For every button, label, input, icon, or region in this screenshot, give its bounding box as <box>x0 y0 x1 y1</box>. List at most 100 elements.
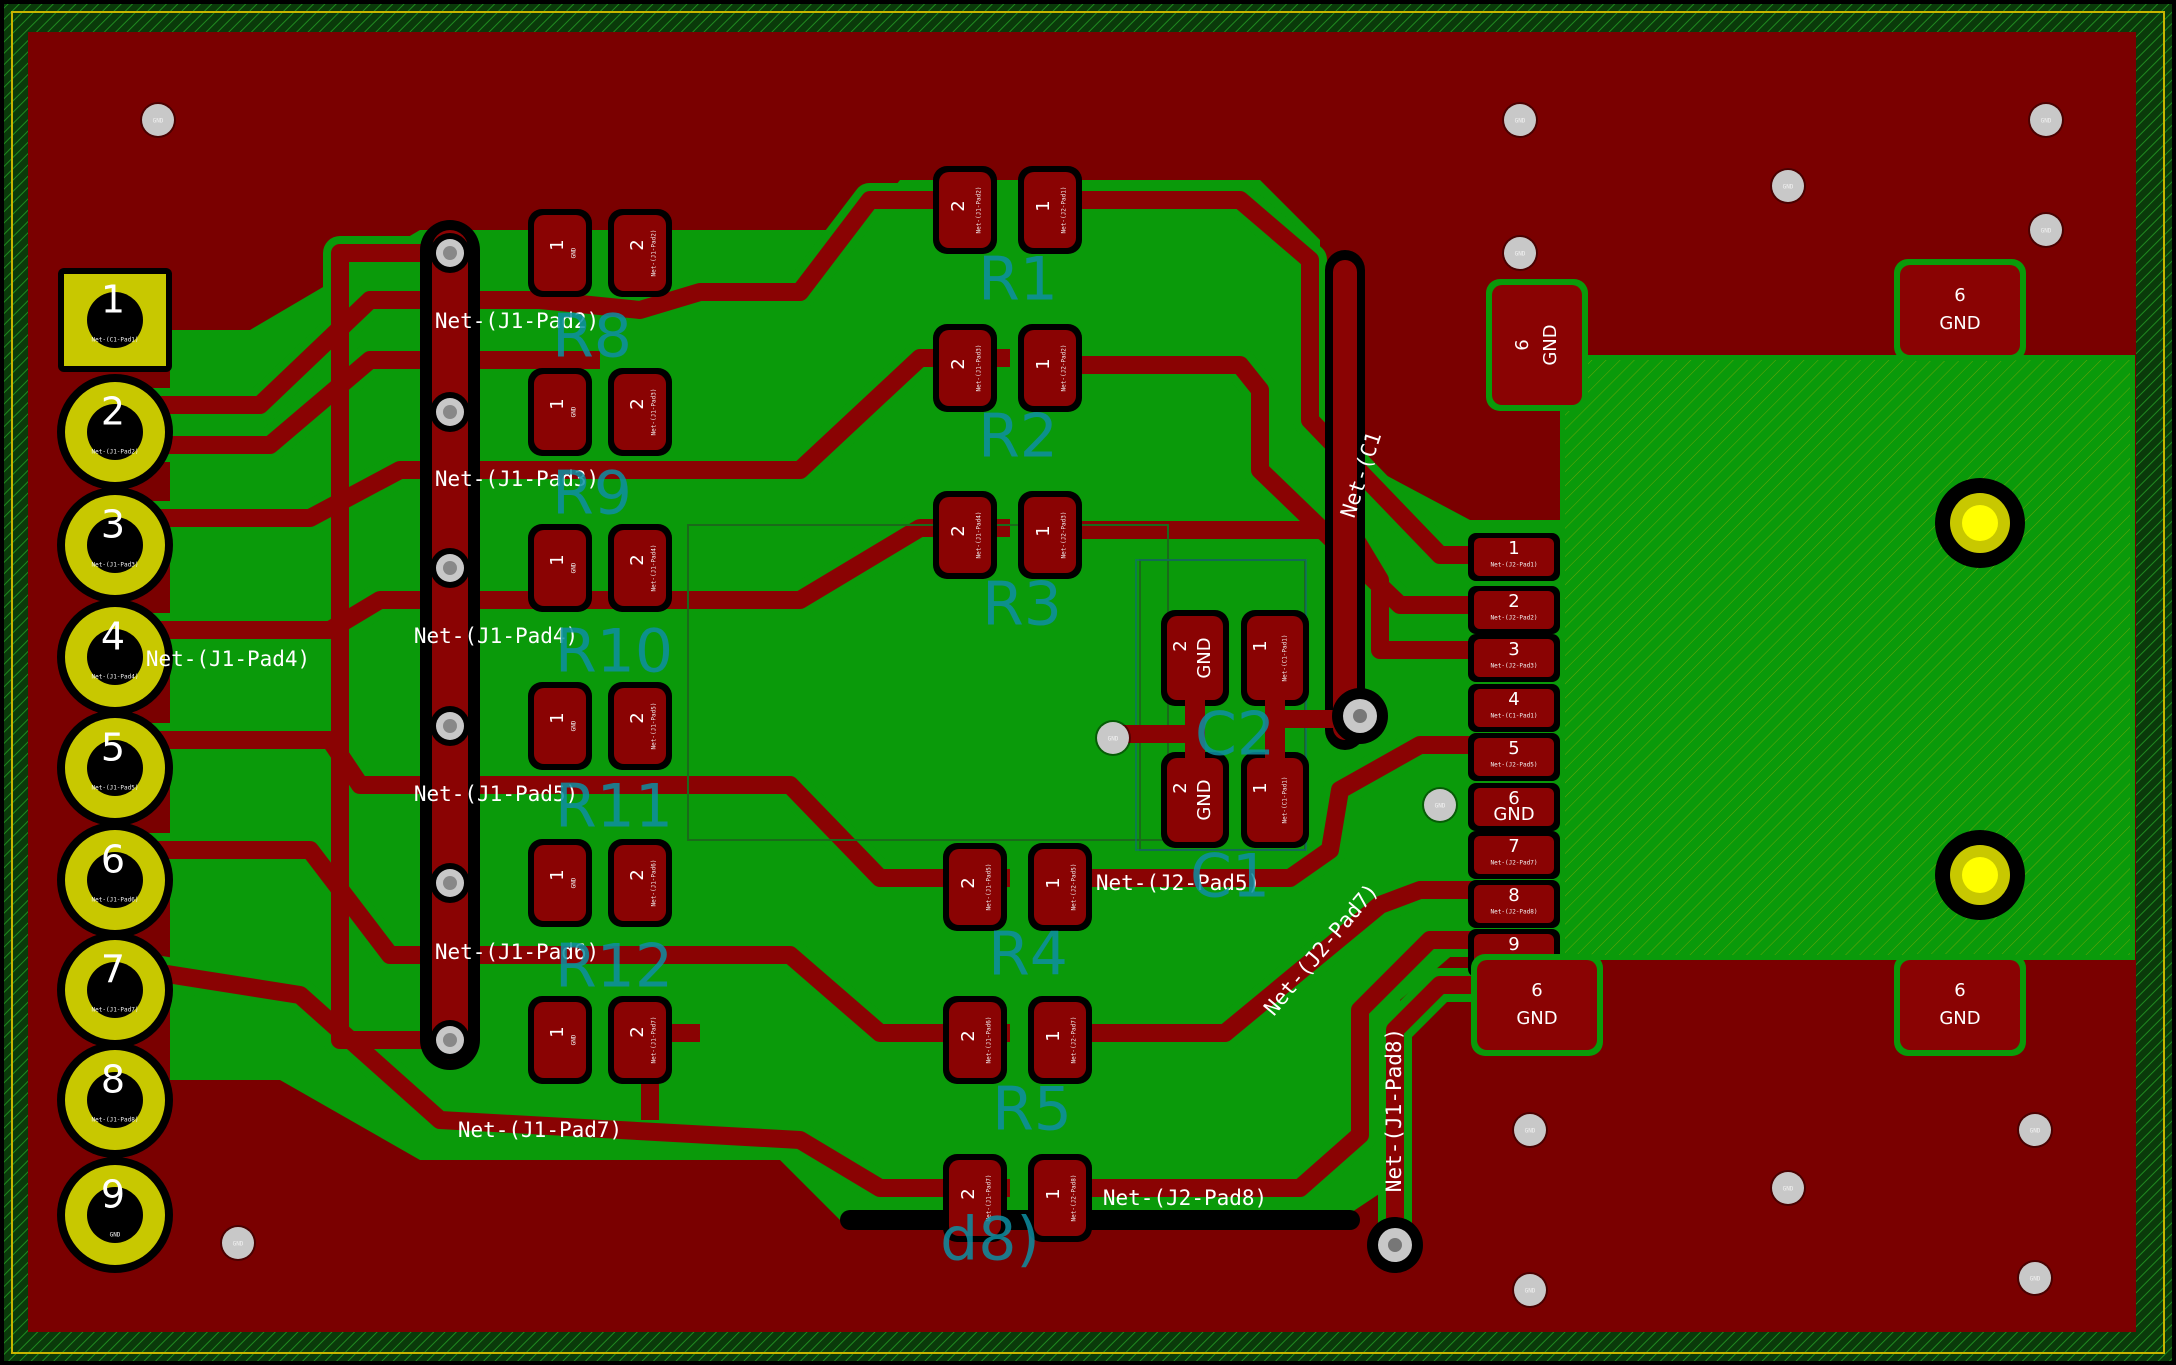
trace-11 <box>1050 881 1490 1042</box>
shield-pad <box>1900 960 2020 1050</box>
trace-13 <box>1386 976 1490 1245</box>
net-label: Net-(J1-Pad2) <box>435 309 599 333</box>
j2-mount-hole-0[interactable] <box>1935 478 2025 568</box>
pad-net: Net-(J1-Pad5) <box>986 864 993 911</box>
gnd-via-0[interactable]: GND <box>140 102 176 138</box>
gnd-via-1[interactable]: GND <box>1502 102 1538 138</box>
gnd-via-7[interactable]: GND <box>1422 787 1458 823</box>
signal-via-1[interactable] <box>1367 1217 1423 1273</box>
pad-number: 2 <box>958 1030 979 1041</box>
gnd-via-13[interactable]: GND <box>2017 1260 2053 1296</box>
j1-pin-drill <box>87 740 143 796</box>
signal-via-0[interactable] <box>1332 688 1388 744</box>
pad-number: 1 <box>1033 525 1054 536</box>
pad-number: 2 <box>948 525 969 536</box>
gnd-via-9[interactable]: GND <box>1512 1112 1548 1148</box>
j1-pin-drill <box>87 517 143 573</box>
shield-pad-number: 6 <box>1954 980 1965 1001</box>
gnd-via-11[interactable]: GND <box>1770 1170 1806 1206</box>
net-label: Net-(J1-Pad3) <box>435 467 599 491</box>
shield-pad <box>1900 265 2020 355</box>
smd-pad <box>939 497 991 573</box>
via-drill <box>443 876 457 890</box>
pad-net: GND <box>571 877 578 888</box>
gnd-bus <box>432 230 468 1060</box>
gnd-via-8[interactable]: GND <box>220 1225 256 1261</box>
via-drill <box>443 246 457 260</box>
pad-net: GND <box>571 1034 578 1045</box>
via-ring <box>1514 1114 1546 1146</box>
shield-pad <box>1477 960 1597 1050</box>
shield-pad-net: GND <box>1516 1008 1557 1029</box>
ref-designator: R9 <box>552 459 632 529</box>
pad-net: Net-(J2-Pad1) <box>1061 187 1068 234</box>
pad-net: Net-(J1-Pad4) <box>976 512 983 559</box>
smd-pad <box>949 849 1001 925</box>
pad-net: Net-(J2-Pad7) <box>1071 1017 1078 1064</box>
ref-designator: R10 <box>555 617 673 687</box>
gnd-via-12[interactable]: GND <box>1512 1272 1548 1308</box>
pad-number: 2 <box>627 712 648 723</box>
gnd-via-6[interactable]: GND <box>1095 720 1131 756</box>
pad-net: Net-(J2-Pad8) <box>1071 1175 1078 1222</box>
via-label: GND <box>2041 118 2052 125</box>
pad-number: 1 <box>547 239 568 250</box>
j1-pin-number: 4 <box>101 615 125 659</box>
via-drill <box>1353 709 1367 723</box>
gnd-via-3[interactable]: GND <box>1770 168 1806 204</box>
j1-pin-number: 2 <box>101 390 125 434</box>
via-ring <box>1514 1274 1546 1306</box>
pad-net: Net-(J2-Pad7) <box>1491 860 1538 867</box>
gnd-via-5[interactable]: GND <box>1502 235 1538 271</box>
ref-designator: R1 <box>978 245 1058 315</box>
via-ring <box>1097 722 1129 754</box>
trace-12 <box>1050 931 1490 1197</box>
j1-pin-drill <box>87 629 143 685</box>
gnd-via-10[interactable]: GND <box>2017 1112 2053 1148</box>
via-ring <box>2019 1262 2051 1294</box>
gnd-via-2[interactable]: GND <box>2028 102 2064 138</box>
pad-net: GND <box>1493 804 1534 825</box>
j2-mount-hole-1[interactable] <box>1935 830 2025 920</box>
gnd-via-4[interactable]: GND <box>2028 212 2064 248</box>
